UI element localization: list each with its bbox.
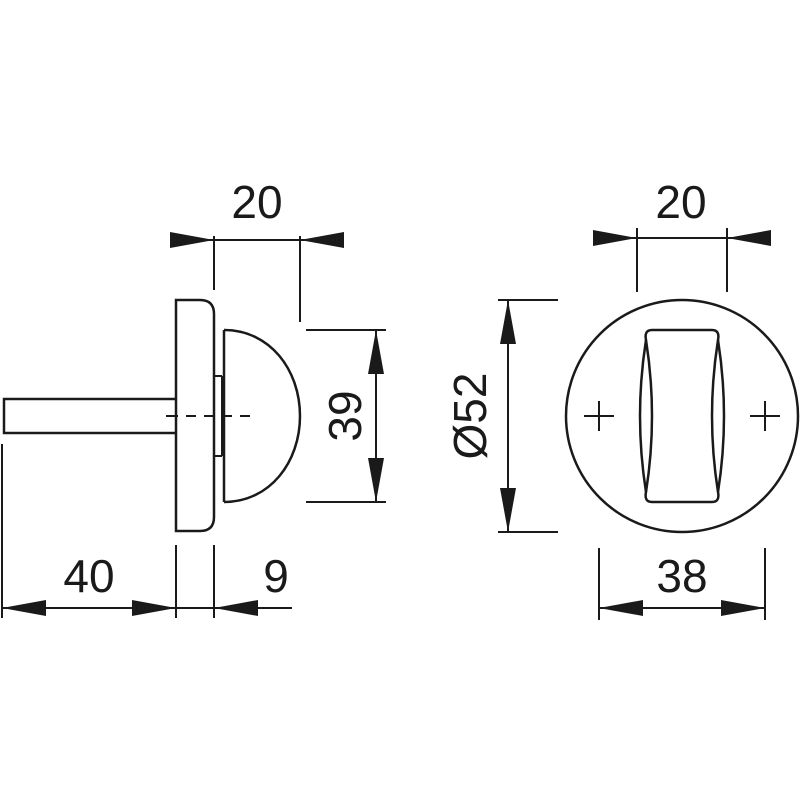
dimension-label-diameter: Ø52 [444, 373, 496, 460]
dimension-rose-thickness: 9 [176, 545, 292, 618]
dimension-hole-spacing: 38 [598, 548, 766, 620]
dimension-label-front-width: 20 [655, 176, 706, 228]
dimension-diameter: Ø52 [444, 299, 558, 533]
screw-hole-left-icon [584, 401, 614, 431]
dimension-top-width-front: 20 [593, 176, 771, 292]
rose-circle [564, 298, 800, 534]
rose-plate [174, 298, 216, 533]
dimension-spindle-length: 40 [1, 444, 177, 618]
dimension-label-side-width: 20 [231, 176, 282, 228]
side-view: 20 39 40 9 [1, 176, 386, 618]
rose-step [214, 375, 222, 457]
dimension-label-spindle-length: 40 [63, 550, 114, 602]
dimension-top-width-side: 20 [170, 176, 344, 322]
dimension-label-rose-thickness: 9 [263, 550, 289, 602]
dimension-rose-height: 39 [306, 329, 386, 503]
dimension-label-hole-spacing: 38 [656, 550, 707, 602]
thumb-turn-dome [221, 328, 302, 504]
spindle [2, 397, 176, 435]
dimension-label-rose-height: 39 [319, 390, 371, 441]
screw-hole-right-icon [750, 401, 780, 431]
thumb-turn-handle [638, 328, 726, 504]
front-view: 20 Ø52 38 [444, 176, 800, 620]
